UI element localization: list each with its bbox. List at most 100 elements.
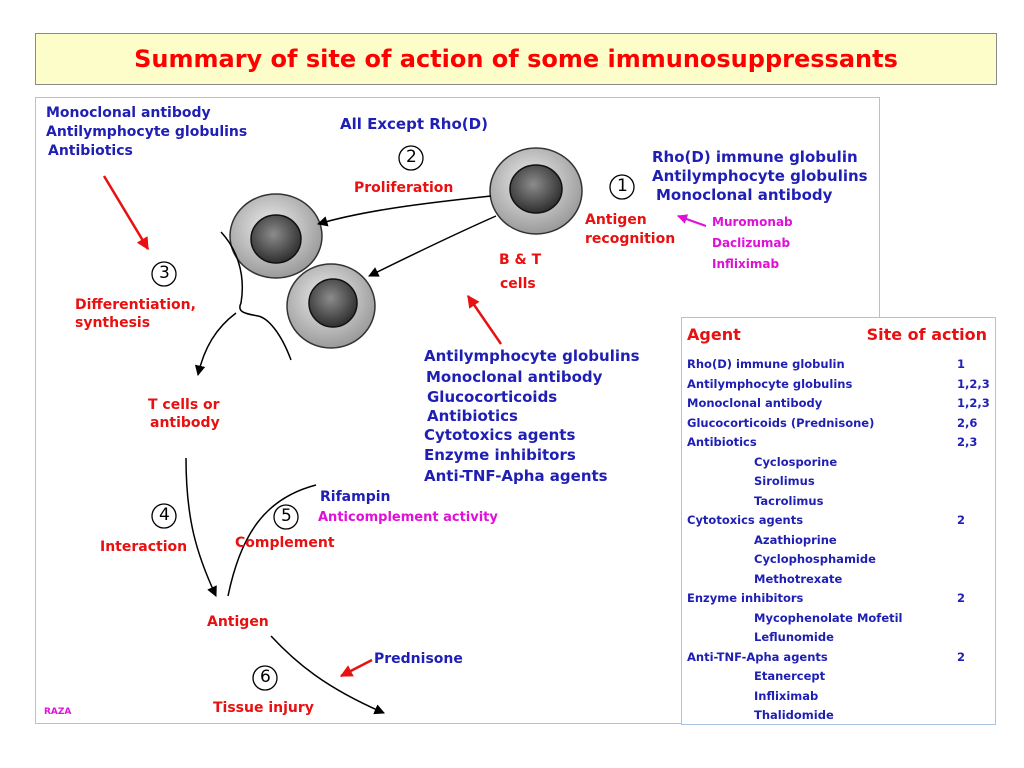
cells-brace xyxy=(220,231,292,361)
drug-name: Thalidomide xyxy=(754,708,834,722)
rifampin-label: Rifampin xyxy=(320,489,391,505)
drug-name: Methotrexate xyxy=(754,571,843,586)
agent-name: Antilymphocyte globulins xyxy=(687,376,853,391)
table-row: Sirolimus xyxy=(687,472,987,492)
step1-examples: Muromonab Daclizumab Infliximab xyxy=(712,212,793,275)
step-2-number: 2 xyxy=(406,147,417,167)
step-4-number: 4 xyxy=(159,505,170,525)
site-of-action: 2 xyxy=(957,591,966,605)
site-of-action: 1,2,3 xyxy=(957,376,990,391)
red-arrow-proliferation xyxy=(466,294,503,345)
agent-label: Antilymphocyte globulins xyxy=(46,124,248,140)
agent-name: Rho(D) immune globulin xyxy=(687,357,845,371)
red-arrow-differentiation xyxy=(102,175,150,251)
agent-label: Monoclonal antibody xyxy=(426,367,603,386)
example-label: Daclizumab xyxy=(712,236,791,250)
label-line: T cells or xyxy=(148,397,220,413)
proliferation-arrow-lower xyxy=(368,215,497,277)
site-of-action: 2,3 xyxy=(957,435,978,449)
antigen-label: Antigen xyxy=(207,614,269,630)
table-row: Cyclophosphamide xyxy=(687,550,987,570)
step-5-circle xyxy=(273,504,299,530)
injury-arrow xyxy=(270,635,385,715)
title-banner: Summary of site of action of some immuno… xyxy=(35,33,997,85)
bt-cell xyxy=(489,147,583,235)
agent-name: Cytotoxics agents xyxy=(687,513,804,527)
agent-table: Agent Site of action Rho(D) immune globu… xyxy=(681,317,996,725)
agent-name: Antibiotics xyxy=(687,435,757,449)
slide-title: Summary of site of action of some immuno… xyxy=(134,45,898,73)
agent-label: Monoclonal antibody xyxy=(46,105,211,121)
interaction-label: Interaction xyxy=(100,539,188,555)
label-line: synthesis xyxy=(75,315,151,331)
table-row: Cyclosporine xyxy=(687,453,987,473)
label-line: cells xyxy=(500,276,536,292)
step-3-number: 3 xyxy=(159,263,170,283)
drug-name: Etanercept xyxy=(754,669,826,683)
proliferation-label: Proliferation xyxy=(354,180,454,196)
prednisone-label: Prednisone xyxy=(374,651,463,667)
drug-name: Azathioprine xyxy=(754,532,837,547)
table-header-site: Site of action xyxy=(866,325,987,344)
table-row: Azathioprine xyxy=(687,531,987,551)
agent-label: Antilymphocyte globulins xyxy=(424,347,640,365)
recognition-label: Antigen recognition xyxy=(585,211,675,249)
drug-name: Leflunomide xyxy=(754,630,834,644)
table-row: Tacrolimus xyxy=(687,492,987,512)
agent-label: Antibiotics xyxy=(427,406,518,425)
drug-name: Infliximab xyxy=(754,688,819,703)
table-row: Etanercept xyxy=(687,667,987,687)
site-of-action: 2 xyxy=(957,513,966,527)
example-label: Infliximab xyxy=(712,257,780,271)
example-label: Muromonab xyxy=(712,215,793,229)
label-line: B & T xyxy=(499,252,542,268)
credit-label: RAZA xyxy=(44,707,72,717)
complement-label: Complement xyxy=(235,535,335,551)
interaction-arrow xyxy=(185,457,217,597)
tcells-label: T cells or antibody xyxy=(148,396,220,432)
agent-name: Monoclonal antibody xyxy=(687,396,823,410)
middle-agents: Antilymphocyte globulins Monoclonal anti… xyxy=(424,346,640,486)
label-line: Differentiation, xyxy=(75,297,196,313)
agent-label: Antilymphocyte globulins xyxy=(652,167,868,185)
drug-name: Sirolimus xyxy=(754,474,815,488)
step-1-number: 1 xyxy=(617,176,628,196)
drug-name: Mycophenolate Mofetil xyxy=(754,610,903,625)
agent-name: Anti-TNF-Apha agents xyxy=(687,649,828,664)
differentiation-label: Differentiation, synthesis xyxy=(75,296,196,332)
drug-name: Cyclosporine xyxy=(754,454,838,469)
daughter-cell-upper xyxy=(229,193,323,279)
step-6-number: 6 xyxy=(260,667,271,687)
agent-label: Anti-TNF-Apha agents xyxy=(424,466,608,485)
table-row: Methotrexate xyxy=(687,570,987,590)
daughter-cell-lower xyxy=(286,263,376,349)
step-1-circle xyxy=(609,174,635,200)
differentiation-arrow xyxy=(194,312,237,377)
table-row: Glucocorticoids (Prednisone)2,6 xyxy=(687,414,987,434)
table-row: Antibiotics 2,3 xyxy=(687,433,987,453)
anticomplement-label: Anticomplement activity xyxy=(318,510,498,525)
bt-cells-label: B & T cells xyxy=(499,248,541,296)
agent-label: Cytotoxics agents xyxy=(424,425,576,444)
label-line: Antigen xyxy=(585,212,647,228)
top-left-agents: Monoclonal antibody Antilymphocyte globu… xyxy=(46,104,247,161)
table-row: Cytotoxics agents 2 xyxy=(687,511,987,531)
agent-label: Enzyme inhibitors xyxy=(424,446,576,464)
table-row: Infliximab xyxy=(687,687,987,707)
proliferation-arrow-upper xyxy=(316,195,492,227)
agent-label: Monoclonal antibody xyxy=(656,186,833,204)
drug-name: Cyclophosphamide xyxy=(754,552,876,566)
table-row: Mycophenolate Mofetil xyxy=(687,609,987,629)
drug-name: Tacrolimus xyxy=(754,493,824,508)
step-4-circle xyxy=(151,503,177,529)
agent-label: Glucocorticoids xyxy=(427,388,558,406)
red-arrow-prednisone xyxy=(339,658,373,678)
complement-arrow xyxy=(227,484,317,597)
magenta-arrow-recognition xyxy=(677,214,707,227)
step-6-circle xyxy=(252,665,278,691)
step-5-number: 5 xyxy=(281,506,292,526)
